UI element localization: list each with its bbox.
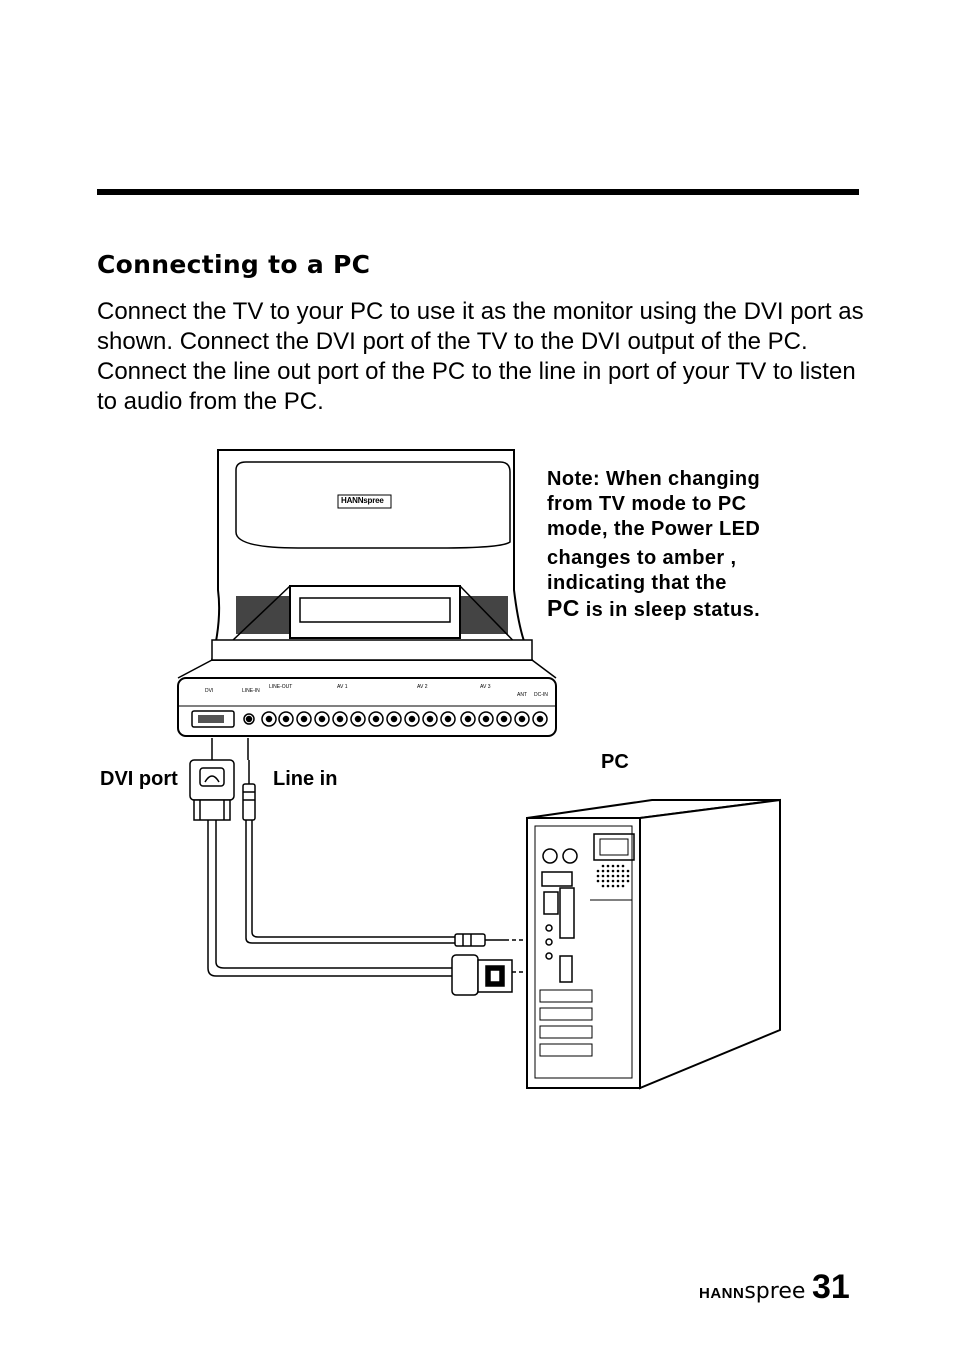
label-line-in: Line in	[273, 768, 338, 790]
cables	[207, 738, 556, 977]
fan-hole	[626, 879, 630, 883]
footer-brand-thin: spree	[744, 1279, 806, 1304]
dvi-socket-pins	[198, 715, 224, 723]
fan-hole	[606, 864, 610, 868]
tv-illustration	[177, 449, 557, 679]
jack-socket-center	[300, 715, 308, 723]
fan-hole	[611, 884, 615, 888]
panel-label-dc-in: DC-IN	[534, 692, 548, 698]
audio-video-jacks	[243, 711, 548, 727]
fan-hole	[616, 869, 620, 873]
note-line: from TV mode to PC	[547, 493, 747, 515]
note-box: Note: When changing from TV mode to PC m…	[547, 467, 807, 623]
tv-connector-panel: DVI LINE-IN LINE-OUT AV 1 AV 2 AV 3 ANT …	[177, 677, 557, 737]
pc-tower-illustration	[526, 798, 781, 1090]
header-rule	[97, 189, 859, 195]
panel-label-ant: ANT	[517, 692, 527, 698]
note-line: indicating that the	[547, 572, 727, 594]
fan-hole	[611, 864, 615, 868]
pc-fan-grille	[596, 864, 630, 888]
note-line: Note: When changing	[547, 468, 761, 490]
jack-socket-center	[390, 715, 398, 723]
fan-hole	[611, 879, 615, 883]
fan-hole	[621, 874, 625, 878]
panel-label-av1: AV 1	[337, 684, 348, 690]
jack-socket-center	[265, 715, 273, 723]
fan-hole	[626, 874, 630, 878]
fan-hole	[601, 869, 605, 873]
fan-hole	[601, 874, 605, 878]
label-pc: PC	[601, 751, 629, 773]
label-dvi-port: DVI port	[100, 768, 178, 790]
fan-hole	[611, 869, 615, 873]
fan-hole	[616, 884, 620, 888]
footer-brand-logo: HANNspree	[699, 1278, 805, 1304]
fan-hole	[596, 869, 600, 873]
fan-hole	[621, 869, 625, 873]
fan-hole	[606, 869, 610, 873]
fan-hole	[601, 879, 605, 883]
jack-socket-center	[372, 715, 380, 723]
audio-plug-pc-end	[454, 933, 505, 947]
note-line: changes to amber ,	[547, 547, 737, 569]
fan-hole	[621, 879, 625, 883]
fan-hole	[616, 874, 620, 878]
jack-socket-center	[282, 715, 290, 723]
dvi-plug-tv-end	[189, 759, 235, 821]
fan-hole	[621, 864, 625, 868]
tv-brand-badge: HANNspree	[341, 496, 384, 505]
panel-label-line-out: LINE-OUT	[269, 684, 292, 690]
page-number: 31	[812, 1268, 850, 1306]
fan-hole	[596, 874, 600, 878]
jack-socket-center	[426, 715, 434, 723]
fan-hole	[616, 864, 620, 868]
panel-label-line-in: LINE-IN	[242, 688, 260, 694]
jack-socket-center	[408, 715, 416, 723]
intro-paragraph: Connect the TV to your PC to use it as t…	[97, 298, 864, 415]
jack-socket-center	[245, 715, 253, 723]
footer-brand-bold: HANN	[699, 1285, 745, 1302]
audio-plug-tv-end	[242, 760, 256, 821]
fan-hole	[616, 879, 620, 883]
section-title: Connecting to a PC	[97, 250, 371, 279]
fan-hole	[596, 879, 600, 883]
panel-label-av2: AV 2	[417, 684, 428, 690]
jack-socket-center	[500, 715, 508, 723]
fan-hole	[601, 864, 605, 868]
jack-socket-center	[518, 715, 526, 723]
jack-socket-center	[464, 715, 472, 723]
note-pc-word: PC	[547, 595, 580, 621]
note-line: mode, the Power LED	[547, 518, 761, 540]
dvi-plug-pc-end	[451, 954, 513, 996]
jack-socket-center	[318, 715, 326, 723]
fan-hole	[606, 879, 610, 883]
note-line: is in sleep status.	[579, 599, 761, 621]
fan-hole	[606, 884, 610, 888]
fan-hole	[601, 884, 605, 888]
jack-socket-center	[536, 715, 544, 723]
fan-hole	[621, 884, 625, 888]
panel-label-av3: AV 3	[480, 684, 491, 690]
jack-socket-center	[336, 715, 344, 723]
fan-hole	[611, 874, 615, 878]
fan-hole	[626, 869, 630, 873]
jack-socket-center	[354, 715, 362, 723]
jack-socket-center	[482, 715, 490, 723]
jack-socket-center	[444, 715, 452, 723]
panel-label-dvi: DVI	[205, 688, 213, 694]
fan-hole	[606, 874, 610, 878]
